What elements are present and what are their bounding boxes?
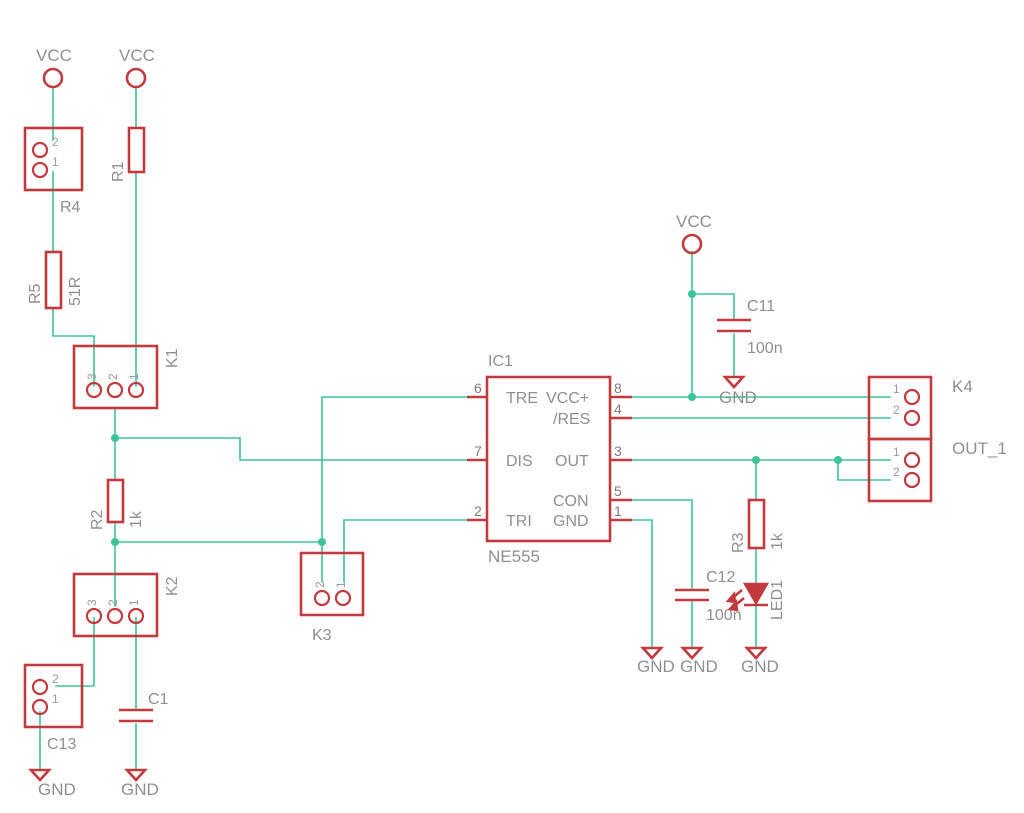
svg-text:R2: R2 xyxy=(89,509,106,530)
svg-text:K3: K3 xyxy=(312,627,332,644)
svg-text:2: 2 xyxy=(52,672,59,686)
svg-text:GND: GND xyxy=(719,388,757,407)
svg-text:4: 4 xyxy=(614,401,622,417)
vcc-symbol-1: VCC xyxy=(36,46,72,89)
svg-text:5: 5 xyxy=(614,483,622,499)
junction-dot xyxy=(688,290,696,298)
svg-text:NE555: NE555 xyxy=(488,547,540,566)
svg-text:1: 1 xyxy=(614,503,622,519)
svg-text:GND: GND xyxy=(637,657,675,676)
capacitor-c1: C1 xyxy=(119,691,169,723)
svg-text:2: 2 xyxy=(52,135,59,149)
svg-text:1: 1 xyxy=(893,382,900,396)
connector-k1: 3 2 1 K1 xyxy=(72,344,181,410)
connector-k3: 2 1 K3 xyxy=(299,551,365,644)
vcc-symbol-2: VCC xyxy=(119,46,155,89)
svg-text:OUT_1: OUT_1 xyxy=(952,439,1007,458)
svg-text:OUT: OUT xyxy=(555,453,589,470)
junction-dot xyxy=(318,538,326,546)
svg-text:GND: GND xyxy=(553,513,589,530)
wires xyxy=(39,87,891,771)
svg-text:2: 2 xyxy=(106,373,120,380)
led-led1: LED1 xyxy=(725,580,786,620)
capacitor-c12: C12 100n xyxy=(675,569,742,624)
svg-text:3: 3 xyxy=(614,443,622,459)
svg-text:R4: R4 xyxy=(60,199,81,216)
svg-text:VCC: VCC xyxy=(36,46,72,65)
svg-text:1: 1 xyxy=(52,692,59,706)
svg-text:100n: 100n xyxy=(706,607,742,624)
svg-text:R1: R1 xyxy=(110,161,127,182)
svg-text:GND: GND xyxy=(121,780,159,799)
resistor-r2: R2 1k xyxy=(89,478,145,530)
gnd-symbol-5: GND xyxy=(741,646,779,676)
svg-text:1: 1 xyxy=(127,599,141,606)
svg-text:IC1: IC1 xyxy=(488,353,513,370)
svg-text:2: 2 xyxy=(893,465,900,479)
junction-dot xyxy=(111,434,119,442)
capacitor-c11: C11 100n xyxy=(717,298,783,357)
resistor-r3: R3 1k xyxy=(730,498,786,553)
svg-text:DIS: DIS xyxy=(506,453,533,470)
svg-text:1: 1 xyxy=(52,155,59,169)
resistor-r1: R1 xyxy=(110,126,146,182)
svg-text:C12: C12 xyxy=(706,569,735,586)
svg-text:VCC: VCC xyxy=(676,212,712,231)
svg-text:C13: C13 xyxy=(47,736,76,753)
gnd-symbol-4: GND xyxy=(680,646,718,676)
svg-text:1: 1 xyxy=(893,445,900,459)
svg-text:/RES: /RES xyxy=(553,411,590,428)
svg-text:GND: GND xyxy=(680,657,718,676)
gnd-symbol-1: GND xyxy=(28,768,76,799)
ic1-ne555: IC1 6 7 2 TRE DIS TRI 8 4 3 5 1 VCC+ /RE… xyxy=(467,353,632,566)
junction-dot xyxy=(111,538,119,546)
svg-text:TRI: TRI xyxy=(506,513,532,530)
svg-text:LED1: LED1 xyxy=(769,580,786,620)
gnd-symbol-3: GND xyxy=(637,646,675,676)
r4-header: 2 1 R4 xyxy=(23,126,84,216)
svg-text:3: 3 xyxy=(85,373,99,380)
svg-text:GND: GND xyxy=(38,780,76,799)
svg-text:C1: C1 xyxy=(148,691,169,708)
junction-dot xyxy=(834,456,842,464)
svg-text:2: 2 xyxy=(893,403,900,417)
svg-text:2: 2 xyxy=(474,503,482,519)
svg-text:51R: 51R xyxy=(67,277,84,306)
gnd-symbol-2: GND xyxy=(121,768,159,799)
connector-k2: 3 2 1 K2 xyxy=(72,572,181,638)
svg-text:7: 7 xyxy=(474,443,482,459)
svg-text:8: 8 xyxy=(614,380,622,396)
connector-out1: 1 2 OUT_1 xyxy=(867,437,1007,503)
svg-text:VCC: VCC xyxy=(119,46,155,65)
svg-text:VCC+: VCC+ xyxy=(546,390,589,407)
svg-text:GND: GND xyxy=(741,657,779,676)
vcc-symbol-3: VCC xyxy=(676,212,712,255)
svg-text:C11: C11 xyxy=(747,298,775,315)
resistor-r5: R5 51R xyxy=(27,250,84,310)
svg-text:K1: K1 xyxy=(164,348,181,368)
svg-text:TRE: TRE xyxy=(506,390,538,407)
svg-text:K2: K2 xyxy=(164,576,181,596)
c13-header: 2 1 C13 xyxy=(23,663,84,753)
svg-text:1k: 1k xyxy=(769,532,786,550)
svg-text:1k: 1k xyxy=(128,510,145,528)
svg-text:100n: 100n xyxy=(747,340,783,357)
gnd-symbol-6: GND xyxy=(719,375,757,407)
svg-text:6: 6 xyxy=(474,380,482,396)
svg-text:2: 2 xyxy=(313,581,327,588)
svg-text:1: 1 xyxy=(334,581,348,588)
svg-text:1: 1 xyxy=(127,373,141,380)
svg-text:K4: K4 xyxy=(952,377,973,396)
svg-text:CON: CON xyxy=(553,493,589,510)
svg-text:3: 3 xyxy=(85,599,99,606)
connector-k4: 1 2 K4 xyxy=(867,375,973,441)
junction-dot xyxy=(752,456,760,464)
svg-text:R3: R3 xyxy=(730,532,747,553)
svg-text:R5: R5 xyxy=(27,283,44,304)
junction-dot xyxy=(688,393,696,401)
svg-text:2: 2 xyxy=(106,599,120,606)
